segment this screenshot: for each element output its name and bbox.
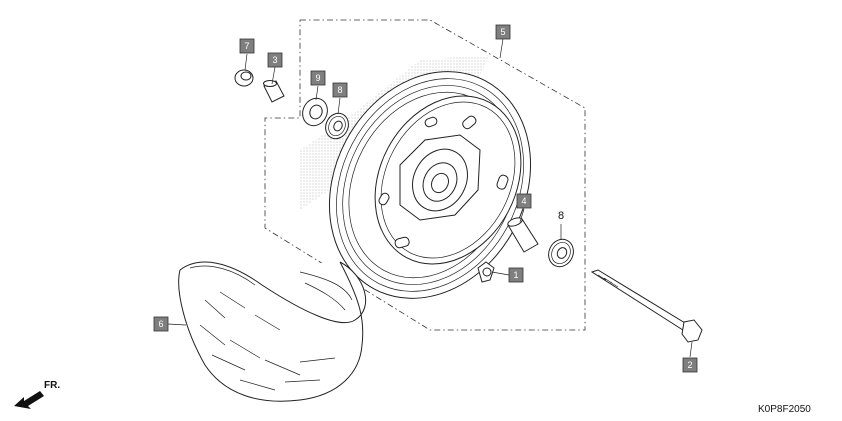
callout-2: 2	[682, 357, 698, 373]
front-arrow-icon	[14, 391, 44, 409]
svg-text:2: 2	[687, 360, 692, 370]
front-direction-label: FR.	[44, 380, 60, 391]
callout-1: 1	[508, 267, 524, 283]
callout-9: 9	[310, 70, 326, 86]
callout-5: 5	[495, 24, 511, 40]
svg-text:3: 3	[272, 55, 277, 65]
assembly-outline	[264, 19, 586, 331]
distance-collar-right	[507, 217, 539, 253]
callout-7: 7	[239, 38, 255, 54]
front-direction-indicator: FR.	[14, 380, 60, 409]
tire	[178, 261, 367, 402]
axle-shaft	[590, 269, 703, 343]
dust-seal-cap	[234, 69, 254, 87]
callout-6: 6	[153, 316, 169, 332]
callout-3: 3	[267, 52, 283, 68]
callout-8-right: 8	[558, 210, 564, 222]
svg-text:1: 1	[513, 270, 518, 280]
svg-text:8: 8	[337, 85, 342, 95]
reference-code: K0P8F2050	[758, 404, 811, 415]
bearing-right	[548, 238, 574, 268]
svg-text:9: 9	[315, 73, 320, 83]
svg-text:6: 6	[158, 319, 163, 329]
distance-collar-left	[263, 80, 285, 103]
svg-text:5: 5	[500, 27, 505, 37]
svg-text:4: 4	[521, 196, 526, 206]
svg-text:8: 8	[558, 210, 564, 222]
oil-seal	[302, 97, 328, 127]
svg-text:7: 7	[244, 41, 249, 51]
valve-stem	[477, 261, 495, 283]
callout-8-left: 8	[332, 82, 348, 98]
leader-lines	[167, 38, 693, 358]
callout-4: 4	[516, 193, 532, 209]
bearing-left	[325, 112, 349, 140]
wheel-rim	[328, 71, 532, 299]
